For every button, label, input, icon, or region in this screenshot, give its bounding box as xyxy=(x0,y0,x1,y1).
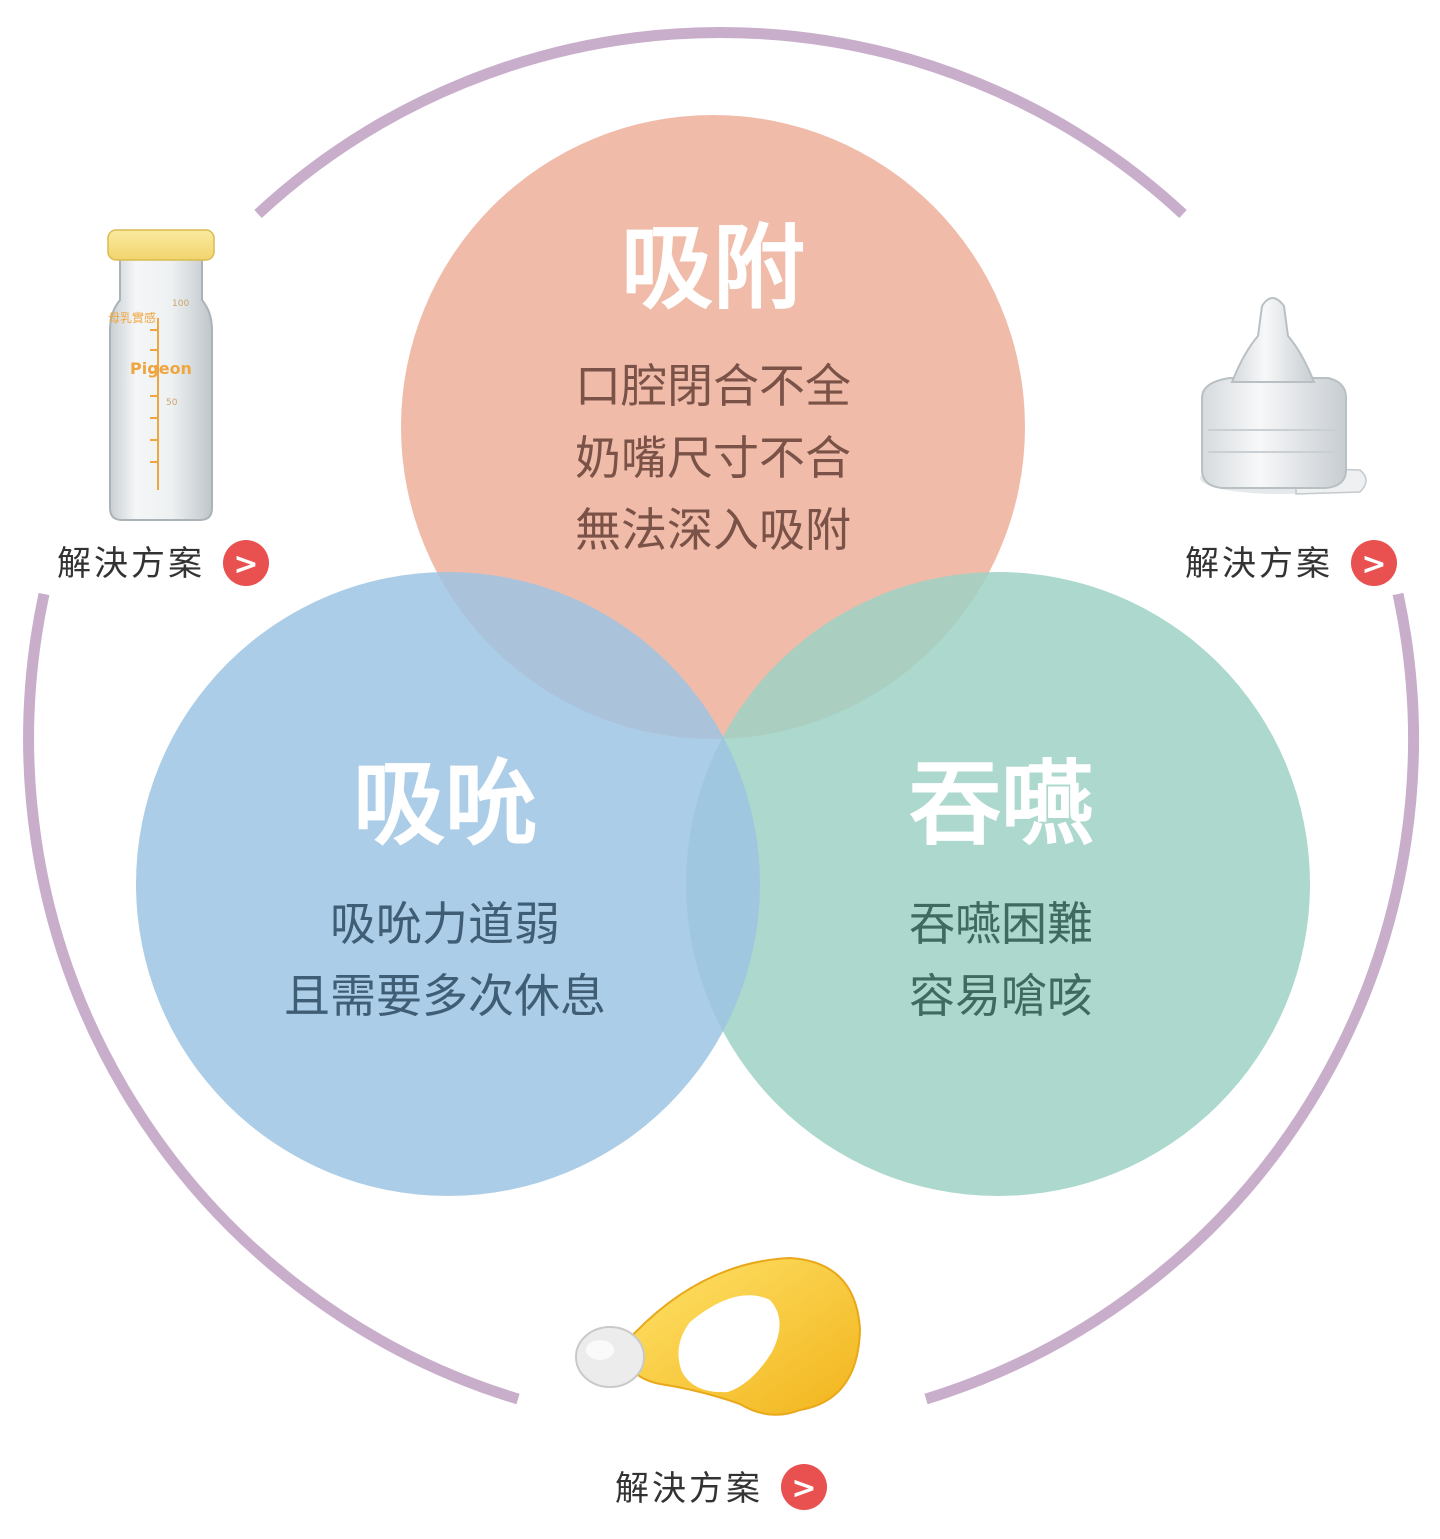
solution-bottom-label: 解決方案 xyxy=(615,1469,763,1509)
circle-left-text: 吸吮 吸吮力道弱 且需要多次休息 xyxy=(284,751,606,1023)
chevron-right-icon[interactable]: > xyxy=(233,547,258,582)
circle-top-line-3: 無法深入吸附 xyxy=(575,503,851,557)
solution-right-label: 解決方案 xyxy=(1185,544,1333,584)
bottle-brand: Pigeon xyxy=(130,359,192,378)
bottle-mark-100: 100 xyxy=(172,299,189,309)
solution-right-arrow-bg[interactable] xyxy=(1351,540,1397,586)
circle-top-title: 吸附 xyxy=(621,215,805,322)
solution-bottom-arrow-bg[interactable] xyxy=(781,1464,827,1510)
chevron-right-icon[interactable]: > xyxy=(1361,547,1386,582)
circle-top-line-2: 奶嘴尺寸不合 xyxy=(575,431,851,485)
solution-bottom[interactable]: 解決方案 > xyxy=(615,1464,827,1510)
nipple-image[interactable] xyxy=(1200,297,1367,495)
circle-right-title: 吞嚥 xyxy=(909,751,1093,858)
circle-left-line-2: 且需要多次休息 xyxy=(284,969,606,1023)
venn-circles xyxy=(136,115,1310,1196)
circle-right xyxy=(686,572,1310,1196)
solution-left-arrow-bg[interactable] xyxy=(223,540,269,586)
outer-ring xyxy=(23,27,1419,1405)
circle-right-line-2: 容易嗆咳 xyxy=(909,969,1093,1023)
circle-left-title: 吸吮 xyxy=(353,751,537,858)
circle-top-text: 吸附 口腔閉合不全 奶嘴尺寸不合 無法深入吸附 xyxy=(575,215,851,557)
bottle-mark-50: 50 xyxy=(166,398,178,408)
circle-top-line-1: 口腔閉合不全 xyxy=(575,359,851,413)
bottle-cap-text: 母乳實感 xyxy=(108,310,156,325)
ring-arc-right xyxy=(924,592,1419,1405)
circle-top xyxy=(401,115,1025,739)
circle-left xyxy=(136,572,760,1196)
circle-right-line-1: 吞嚥困難 xyxy=(909,897,1093,951)
circle-left-line-1: 吸吮力道弱 xyxy=(330,897,560,951)
bottle-image[interactable]: Pigeon 母乳實感 100 50 xyxy=(107,229,215,521)
trainer-image[interactable] xyxy=(575,1256,862,1416)
circle-right-text: 吞嚥 吞嚥困難 容易嗆咳 xyxy=(909,751,1093,1023)
ring-arc-top xyxy=(254,27,1187,219)
solution-left-label: 解決方案 xyxy=(57,544,205,584)
solution-left[interactable]: 解決方案 > xyxy=(57,540,269,586)
ring-arc-left xyxy=(23,592,520,1405)
solution-right[interactable]: 解決方案 > xyxy=(1185,540,1397,586)
chevron-right-icon[interactable]: > xyxy=(791,1471,816,1506)
